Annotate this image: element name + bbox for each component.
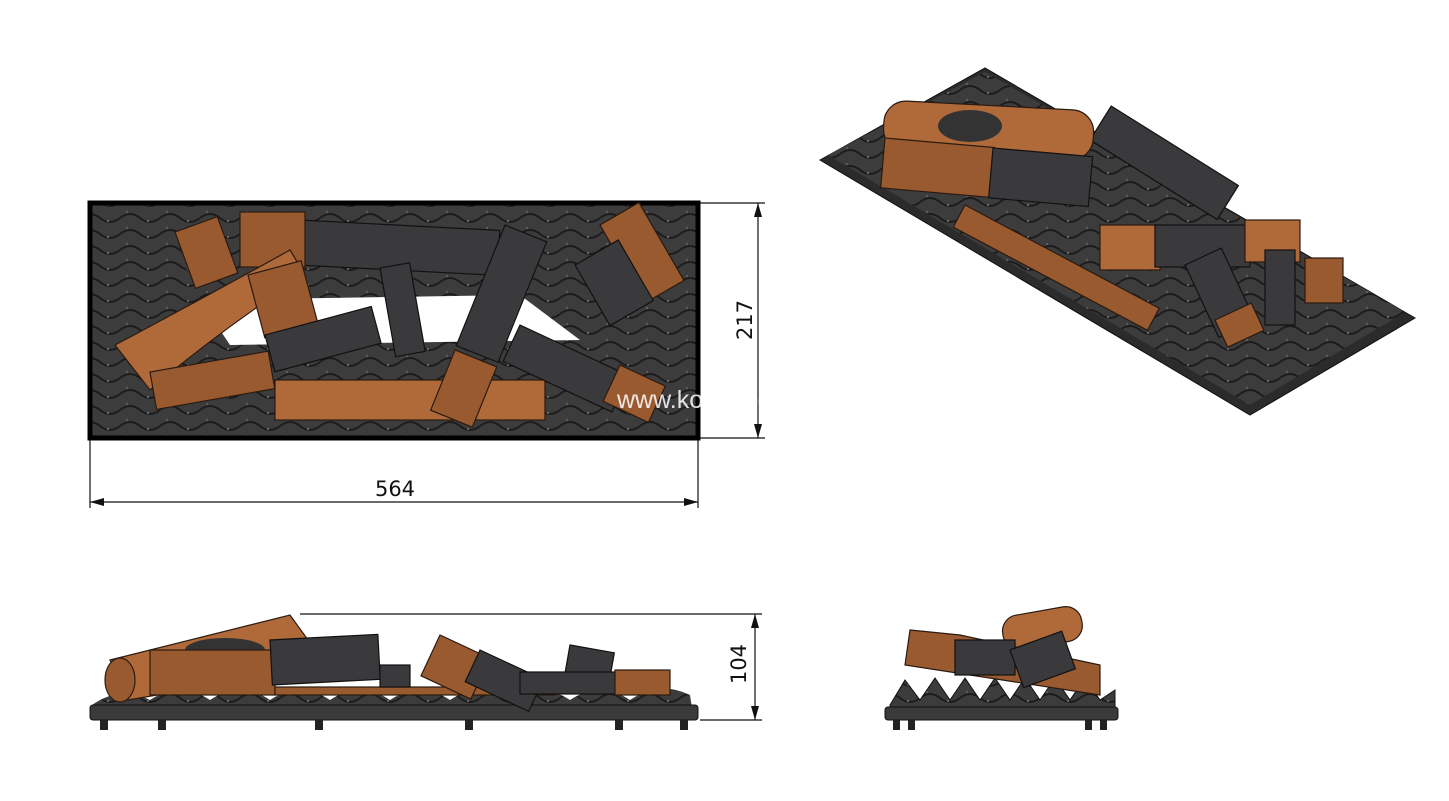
- dimension-width: 564: [89, 440, 699, 508]
- width-label: 564: [375, 477, 415, 501]
- side-view: [89, 614, 699, 730]
- depth-label: 217: [733, 300, 757, 340]
- end-view: [884, 606, 1119, 730]
- top-view: [87, 200, 701, 441]
- isometric-view: [818, 67, 1416, 416]
- watermark: www.komineo.pl: [616, 386, 798, 414]
- dimension-depth: 217: [700, 202, 765, 439]
- height-label: 104: [727, 644, 751, 684]
- top-view-logs: [114, 201, 685, 428]
- dimension-height: 104: [300, 613, 762, 721]
